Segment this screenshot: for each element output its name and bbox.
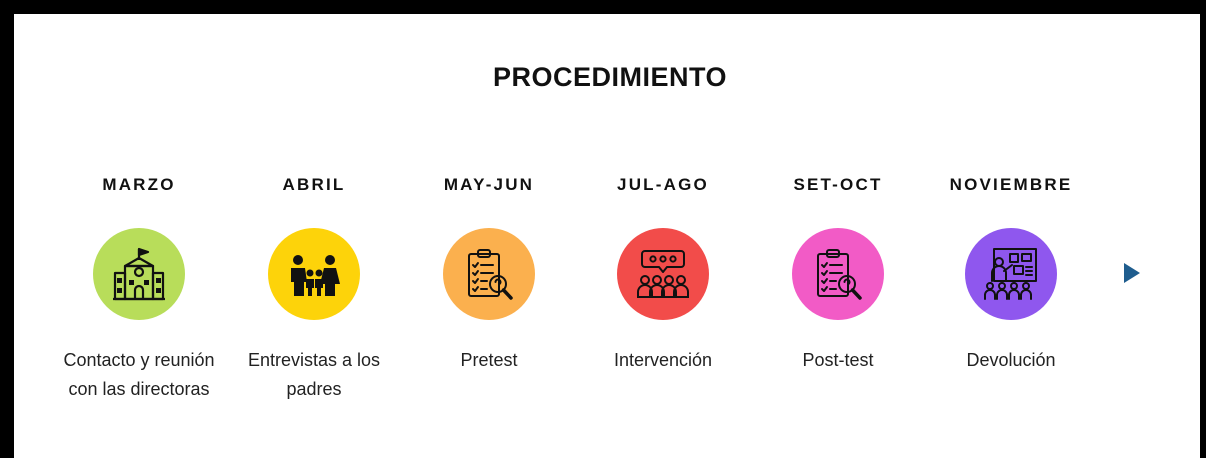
- step-period: NOVIEMBRE: [949, 175, 1073, 194]
- step-label: Entrevistas a los padres: [247, 350, 381, 399]
- step-period: MAY-JUN: [443, 175, 535, 194]
- step-period: ABRIL: [282, 175, 346, 194]
- step-label: Pretest: [460, 350, 518, 370]
- timeline-arrow-icon: [1124, 263, 1140, 283]
- step-circle: [93, 228, 185, 320]
- step-label: Intervención: [613, 350, 713, 370]
- presentation-board-icon: [984, 248, 1037, 300]
- family-icon: [291, 255, 340, 296]
- page-title: PROCEDIMIENTO: [492, 62, 728, 92]
- step-period: MARZO: [102, 175, 176, 194]
- step-label: Contacto y reunión con las directoras: [63, 350, 215, 399]
- step-circle: [965, 228, 1057, 320]
- step-period: SET-OCT: [793, 175, 883, 194]
- step-period: JUL-AGO: [617, 175, 709, 194]
- step-label: Post-test: [802, 350, 874, 370]
- step-circle: [443, 228, 535, 320]
- step-label: Devolución: [966, 350, 1056, 370]
- step-circle: [617, 228, 709, 320]
- group-discussion-icon: [637, 250, 689, 298]
- step-circle: [268, 228, 360, 320]
- school-icon: [113, 247, 165, 301]
- clipboard-search-icon: [817, 249, 862, 300]
- step-circle: [792, 228, 884, 320]
- clipboard-search-icon: [468, 249, 513, 300]
